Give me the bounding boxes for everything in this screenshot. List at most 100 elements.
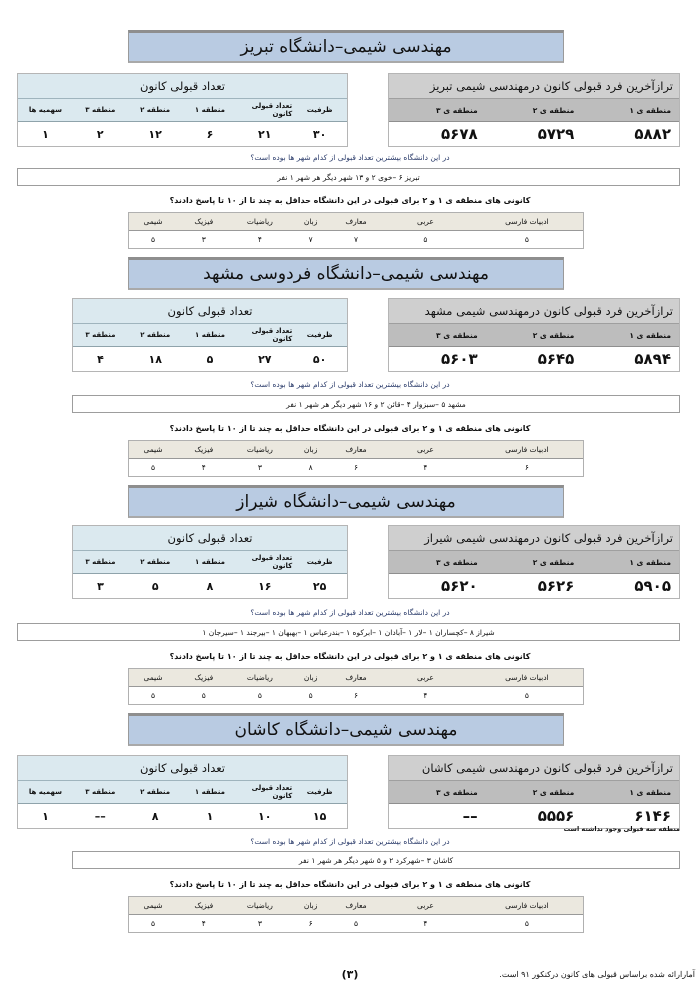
kanoon-count-label: تعداد قبولی کانون [251,784,293,800]
subject-label: ادبیات فارسی [505,445,549,454]
zone-2-label: منطقه ۲ [140,558,171,566]
rank-zone-2-value: ۵۵۵۶ [537,807,575,825]
capacity-label: ظرفیت [306,106,333,114]
zone-3-label: منطقه ۳ [85,331,116,339]
page-number: (۳) [341,968,359,981]
zone-3-note: منطقه سه قبولی وجود نداشته است [563,825,680,833]
zone-3-value: ۴ [97,352,104,366]
rank-zone-2-label: منطقه ی ۲ [532,330,575,340]
rank-zone-2-value: ۵۶۴۵ [537,350,575,368]
subject-score: ۵ [423,235,428,244]
subject-score: ۷ [308,235,313,244]
university-title: مهندسی شیمی–دانشگاه تبریز [128,30,564,63]
subject-label: معارف [345,445,367,454]
subject-label: فیزیک [194,673,214,682]
subject-label: زبان [303,217,318,226]
zone-1-label: منطقه ۱ [195,331,226,339]
subject-score: ۳ [257,919,262,928]
city-answer: شیراز ۸ –کچساران ۱ –لار ۱ –آبادان ۱ –ابر… [17,623,680,641]
rank-zone-3-value: ۵۶۷۸ [441,125,478,143]
kanoon-count-value: ۲۷ [258,352,272,366]
rank-zone-2-value: ۵۷۲۹ [537,125,575,143]
subject-label: عربی [416,217,434,226]
city-answer: مشهد ۵ –سبزوار ۴ –قائن ۲ و ۱۶ شهر دیگر ه… [72,395,680,413]
rank-zone-1-value: ۵۹۰۵ [634,577,671,595]
accepted-count-header: تعداد قبولی کانون [73,526,347,551]
subject-label: زبان [303,445,318,454]
subject-label: ریاضیات [246,901,273,910]
last-rank-header: ترازآخرین فرد قبولی کانون درمهندسی شیمی … [389,756,679,781]
capacity-value: ۳۰ [312,127,327,141]
subject-label: عربی [416,445,434,454]
city-question: در این دانشگاه بیشترین تعداد قبولی از کد… [250,837,450,846]
subject-score: ۵ [524,691,529,700]
subject-scores-table: ادبیات فارسی عربی معارف زبان ریاضیات فیز… [128,896,584,933]
subject-label: عربی [416,901,434,910]
zone-3-value: ۲ [96,127,104,141]
university-title: مهندسی شیمی–دانشگاه فردوسی مشهد [128,257,564,290]
kanoon-count-value: ۱۶ [258,579,272,593]
rank-zone-1-value: ۶۱۴۶ [634,807,671,825]
subject-score: ۴ [257,235,262,244]
accepted-count-header: تعداد قبولی کانون [73,299,347,324]
subject-label: ریاضیات [246,217,273,226]
zone-2-value: ۸ [151,809,159,823]
subject-label: ادبیات فارسی [505,217,549,226]
subject-score: ۴ [201,463,206,472]
kanoon-count-label: تعداد قبولی کانون [251,554,293,570]
kanoon-count-value: ۱۰ [258,809,272,823]
subject-score: ۵ [151,919,156,928]
zone-1-value: ۸ [206,579,214,593]
subject-score: ۶ [353,691,359,700]
subject-label: معارف [345,673,367,682]
zone-1-label: منطقه ۱ [195,558,226,566]
subject-score: ۵ [524,919,529,928]
rank-zone-3-label: منطقه ی ۳ [436,557,478,567]
zone-2-value: ۱۲ [148,127,162,141]
subject-score: ۵ [151,691,156,700]
quota-label: سهمیه ها [28,106,63,114]
rank-zone-1-value: ۵۸۸۲ [634,125,671,143]
subject-question: کانونی های منطقه ی ۱ و ۲ برای قبولی در ا… [169,880,531,889]
subject-label: زبان [303,673,318,682]
subject-label: معارف [345,901,367,910]
quota-value: ۱ [42,809,49,823]
rank-zone-1-label: منطقه ی ۱ [629,330,671,340]
subject-label: شیمی [143,217,163,226]
last-rank-table: ترازآخرین فرد قبولی کانون درمهندسی شیمی … [388,298,680,372]
subject-label: شیمی [143,445,163,454]
zone-3-value: ۳ [97,579,104,593]
capacity-label: ظرفیت [306,788,333,796]
zone-2-value: ۱۸ [148,352,162,366]
zone-1-label: منطقه ۱ [194,788,225,796]
capacity-label: ظرفیت [306,331,333,339]
subject-score: ۶ [308,919,313,928]
zone-1-value: ۱ [206,809,214,823]
rank-zone-2-label: منطقه ی ۲ [532,557,575,567]
zone-2-label: منطقه ۲ [140,106,171,114]
subject-score: ۵ [201,691,206,700]
subject-score: ۶ [524,463,529,472]
last-rank-table: ترازآخرین فرد قبولی کانون درمهندسی شیمی … [388,755,680,829]
subject-score: ۴ [423,463,428,472]
last-rank-header: ترازآخرین فرد قبولی کانون درمهندسی شیمی … [389,526,679,551]
kanoon-count-value: ۲۱ [258,127,272,141]
capacity-label: ظرفیت [306,558,333,566]
subject-score: ۵ [308,691,313,700]
subject-score: ۸ [308,463,313,472]
subject-score: ۴ [423,691,428,700]
rank-zone-1-value: ۵۸۹۴ [634,350,671,368]
rank-zone-3-value: ۵۶۲۰ [441,577,478,595]
zone-1-value: ۶ [206,127,214,141]
subject-question: کانونی های منطقه ی ۱ و ۲ برای قبولی در ا… [169,424,531,433]
accepted-count-table: تعداد قبولی کانون ظرفیت تعداد قبولی کانو… [17,755,348,829]
capacity-value: ۲۵ [312,579,327,593]
kanoon-count-label: تعداد قبولی کانون [251,102,293,118]
subject-label: عربی [416,673,434,682]
last-rank-table: ترازآخرین فرد قبولی کانون درمهندسی شیمی … [388,73,680,147]
rank-zone-1-label: منطقه ی ۱ [629,787,671,797]
subject-score: ۵ [524,235,529,244]
subject-scores-table: ادبیات فارسی عربی معارف زبان ریاضیات فیز… [128,212,584,249]
city-answer: تبریز ۶ –خوی ۲ و ۱۳ شهر دیگر هر شهر ۱ نف… [17,168,680,186]
subject-score: ۵ [353,919,359,928]
